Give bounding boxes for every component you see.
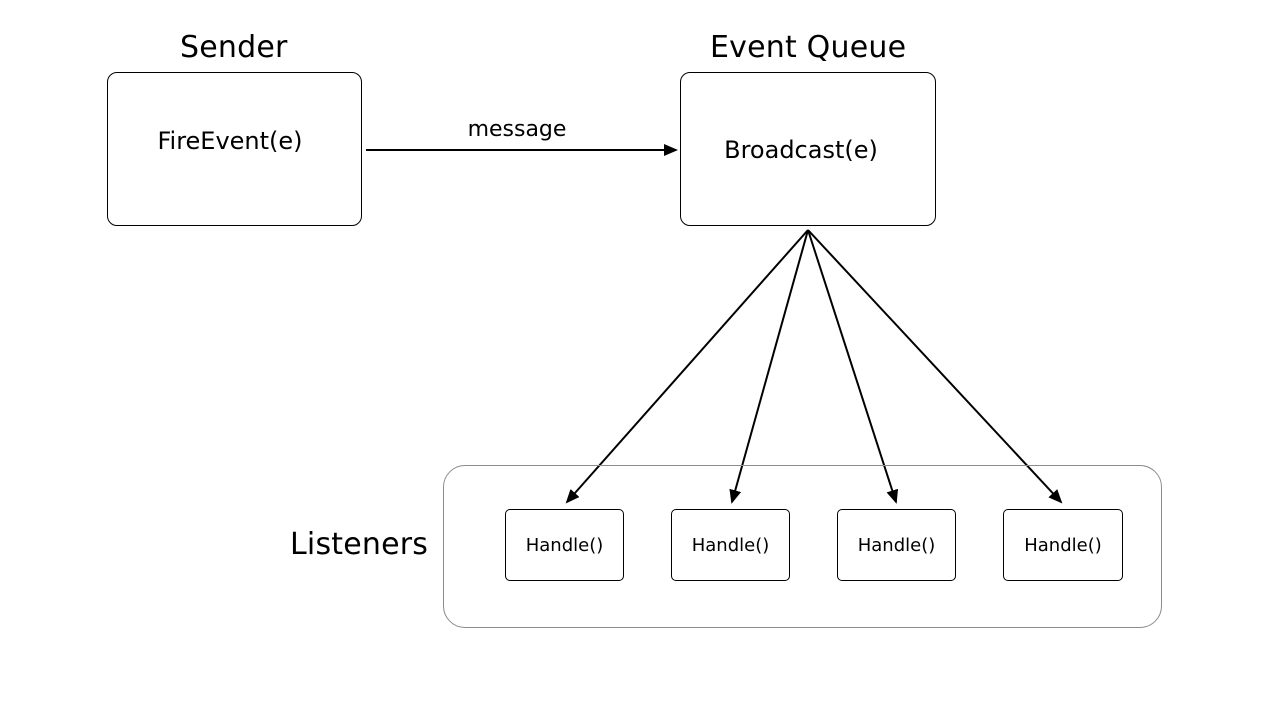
sender-node [107,72,362,226]
broadcast-arrow-3 [807,229,899,504]
handler-node-4: Handle() [1003,509,1123,581]
event-queue-node [680,72,936,226]
listeners-heading: Listeners [290,527,429,562]
handler-node-3: Handle() [837,509,956,581]
message-label: message [467,117,567,142]
handler-node-2: Handle() [671,509,790,581]
sender-node-label: FireEvent(e) [157,127,303,155]
listeners-group [443,465,1162,628]
broadcast-arrow-4 [807,229,1063,504]
event-queue-heading: Event Queue [710,30,907,65]
handler-node-1: Handle() [505,509,624,581]
handler-label: Handle() [857,534,936,556]
broadcast-arrow-2 [729,229,809,504]
broadcast-arrow-1 [565,229,809,504]
handler-label: Handle() [1024,534,1102,556]
handler-label: Handle() [525,534,604,556]
handler-label: Handle() [691,534,770,556]
event-queue-node-label: Broadcast(e) [724,136,878,164]
sender-heading: Sender [180,30,288,65]
